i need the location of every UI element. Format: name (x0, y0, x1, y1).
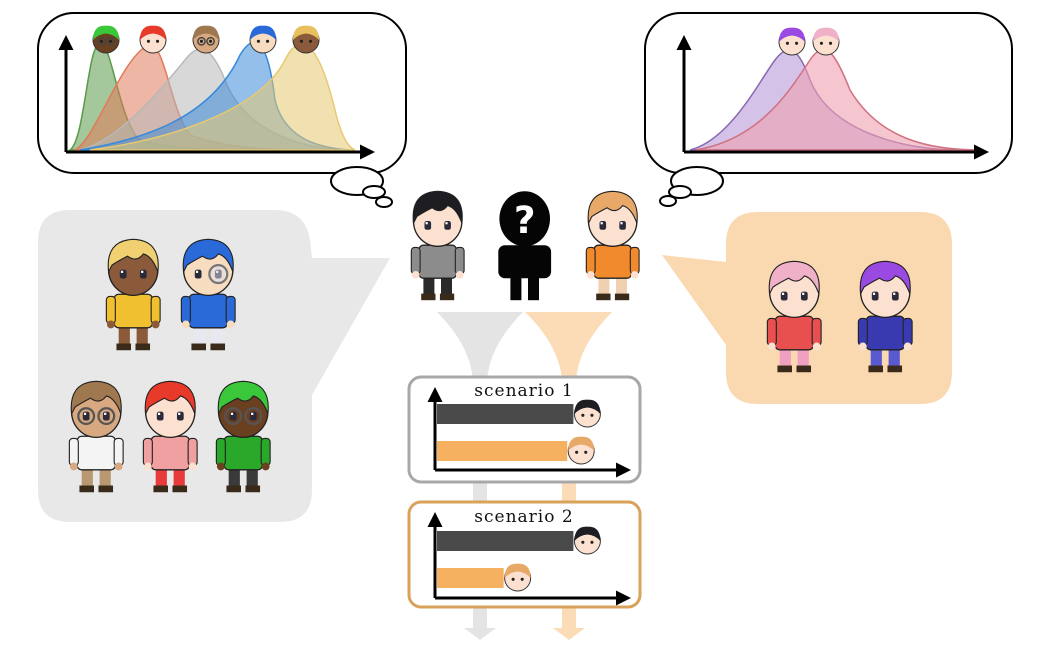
right-curve-avatars (778, 27, 840, 56)
blue-hair-monocle-blue-jacket (180, 238, 236, 351)
center-characters: ? (410, 190, 640, 301)
dark-haired-boy-icon (573, 399, 601, 428)
purple-hair-icon (778, 27, 806, 56)
purple-hair-navy-outfit (857, 260, 913, 373)
green-hair-glasses-icon (92, 25, 120, 54)
right-group-characters (766, 260, 913, 373)
blonde-girl-icon (567, 436, 595, 465)
unknown-silhouette: ? (498, 191, 552, 301)
blonde-girl-icon (504, 563, 532, 592)
red-hair-girl-pink-outfit (142, 380, 198, 493)
dark-haired-boy-bar (437, 404, 574, 424)
right-thought-bubble (644, 12, 1013, 207)
blonde-girl-bar (437, 568, 504, 588)
scenario-1-bars (437, 399, 601, 465)
scenario-2-bars (437, 526, 601, 592)
green-hair-glasses-green-shirt (215, 380, 271, 493)
question-mark-icon: ? (514, 198, 536, 242)
left-thought-bubble (37, 12, 407, 208)
red-hair-girl-icon (139, 25, 167, 54)
scenario-2-card: scenario 2 (407, 500, 642, 609)
blonde-girl-bar (437, 441, 568, 461)
left-distribution-curves (67, 41, 356, 151)
girl-blonde-orange-jacket (585, 190, 640, 301)
bald-glasses-icon (192, 25, 220, 54)
blonde-dark-skin-yellow-jacket (105, 238, 161, 351)
scenario-2-label: scenario 2 (474, 507, 573, 527)
scenario-1-card: scenario 1 (407, 375, 642, 484)
blonde-dark-skin-icon (292, 25, 320, 54)
pink-hair-curve (694, 48, 981, 151)
right-distribution-curves (689, 48, 981, 151)
pink-hair-icon (812, 27, 840, 56)
left-curve-avatars (92, 25, 320, 54)
boy-black-hair (410, 190, 465, 301)
pink-hair-red-shirt (766, 260, 822, 373)
bald-glasses-lab-coat (68, 380, 124, 493)
scenario-1-label: scenario 1 (474, 381, 573, 401)
dark-haired-boy-bar (437, 531, 574, 551)
left-group-characters (68, 238, 271, 493)
blue-hair-monocle-icon (249, 25, 277, 54)
dark-haired-boy-icon (573, 526, 601, 555)
